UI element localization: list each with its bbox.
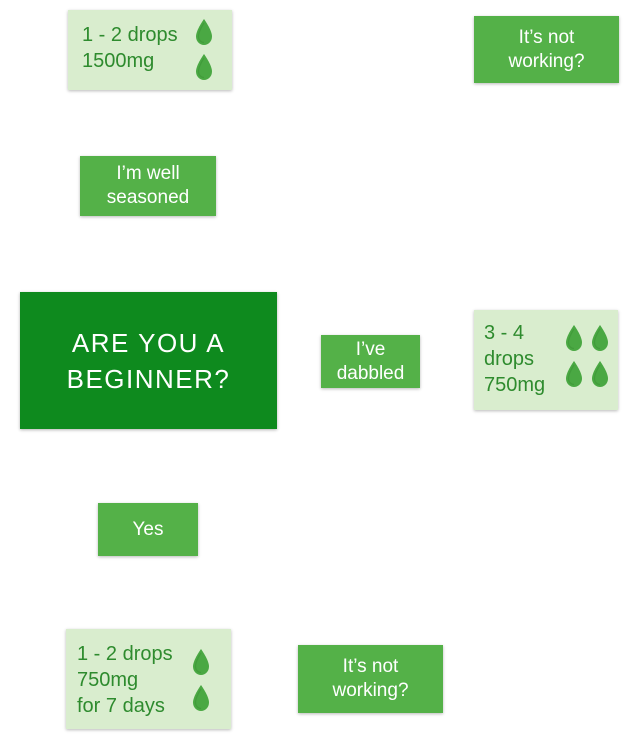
answer-label: It’s not working? bbox=[332, 656, 409, 701]
beginner-question: ARE YOU A BEGINNER? bbox=[20, 292, 277, 429]
answer-label: I’m well seasoned bbox=[106, 163, 190, 208]
question-label: ARE YOU A BEGINNER? bbox=[66, 327, 231, 394]
not-working-button-top[interactable]: It’s not working? bbox=[474, 16, 619, 83]
drop-icon bbox=[194, 18, 214, 46]
dosage-line: drops bbox=[484, 348, 535, 370]
drop-icon bbox=[191, 648, 211, 676]
answer-seasoned-button[interactable]: I’m well seasoned bbox=[80, 156, 216, 216]
answer-dabbled-button[interactable]: I’ve dabbled bbox=[321, 335, 420, 388]
dosage-line: for 7 days bbox=[77, 695, 165, 717]
answer-label: I’ve dabbled bbox=[336, 338, 405, 384]
dosage-line: 3 - 4 bbox=[484, 322, 525, 344]
answer-label: It’s not working? bbox=[508, 26, 585, 72]
not-working-button-bottom[interactable]: It’s not working? bbox=[298, 645, 443, 713]
drop-icon bbox=[191, 684, 211, 712]
dosage-line: 750mg bbox=[77, 669, 139, 691]
dosage-card-dabbled: 3 - 4 drops 750mg bbox=[474, 310, 618, 410]
dosage-line: 750mg bbox=[484, 374, 546, 396]
dosage-line: 1 - 2 drops bbox=[82, 24, 178, 46]
drop-icon bbox=[590, 324, 610, 352]
drop-icon bbox=[564, 360, 584, 388]
dosage-line: 1 - 2 drops bbox=[77, 643, 173, 665]
dosage-card-beginner: 1 - 2 drops 750mg for 7 days bbox=[66, 629, 231, 729]
answer-yes-button[interactable]: Yes bbox=[98, 503, 198, 556]
dosage-card-seasoned: 1 - 2 drops 1500mg bbox=[68, 10, 232, 90]
dosage-line: 1500mg bbox=[82, 50, 155, 72]
drop-icon bbox=[194, 53, 214, 81]
drop-icon bbox=[564, 324, 584, 352]
answer-label: Yes bbox=[132, 518, 164, 540]
drop-icon bbox=[590, 360, 610, 388]
